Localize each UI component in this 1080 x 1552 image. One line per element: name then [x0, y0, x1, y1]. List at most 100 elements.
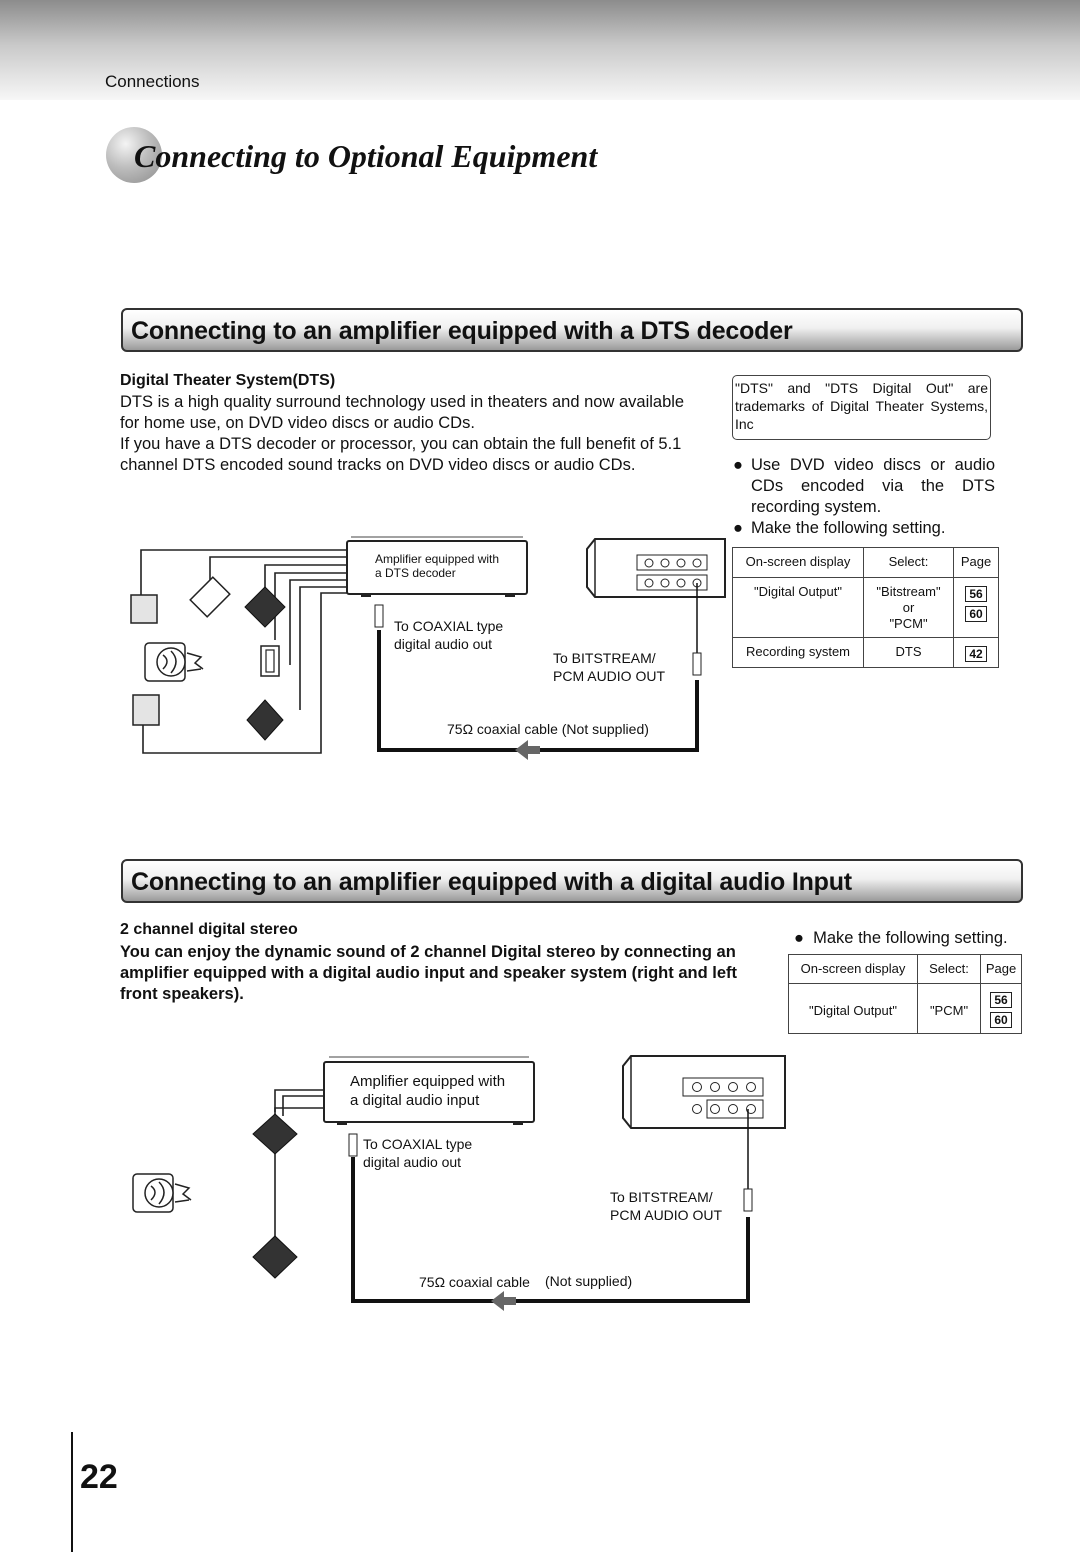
select-option-pcm: "PCM" [889, 616, 928, 631]
page-ref-60[interactable]: 60 [990, 1012, 1012, 1028]
table-cell-select: DTS [863, 637, 954, 668]
select-option-bitstream: "Bitstream" [876, 584, 941, 599]
subwoofer-icon [260, 645, 280, 677]
sec1-bullet-1: ● Use DVD video discs or audio CDs encod… [733, 455, 995, 518]
listener-icon [144, 642, 204, 682]
table-header-select: Select: [863, 547, 954, 578]
digital-amplifier-icon [323, 1056, 535, 1125]
table-cell-page: 42 [953, 637, 999, 668]
dvd-player-icon [622, 1055, 786, 1129]
select-or: or [902, 600, 915, 615]
table-cell-display: Recording system [732, 637, 864, 668]
center-speaker-icon [189, 576, 231, 618]
title-ball-icon [106, 127, 162, 183]
table-cell-select: "PCM" [917, 983, 981, 1034]
digital-coax-label-line2: digital audio out [363, 1154, 462, 1170]
sec1-paragraph: DTS is a high quality surround technolog… [120, 392, 730, 476]
sec2-settings-table: On-screen display Select: Page "Digital … [788, 954, 1022, 1034]
table-cell-page: 56 60 [980, 983, 1022, 1034]
table-header-display: On-screen display [732, 547, 864, 578]
section1-heading-bar: Connecting to an amplifier equipped with… [121, 308, 1023, 352]
dts-coax-label-line1: To COAXIAL type [394, 618, 504, 634]
coax-plug-icon [374, 604, 384, 628]
coaxial-cable [348, 1109, 753, 1311]
dts-amp-label-line1: Amplifier equipped with [375, 552, 500, 566]
rear-left-speaker-icon [132, 694, 160, 726]
sec2-bullet: ● Make the following setting. [794, 928, 1008, 949]
page-title: Connecting to Optional Equipment [134, 138, 598, 174]
sec1-para2-line2: channel DTS encoded sound tracks on DVD … [120, 456, 636, 474]
dts-amplifier-icon [346, 536, 528, 597]
table-cell-select: "Bitstream" or "PCM" [863, 577, 954, 638]
digital-cable-label: 75Ω coaxial cable [419, 1274, 530, 1290]
digital-amp-label-line1: Amplifier equipped with [350, 1073, 506, 1090]
bullet-dot-icon: ● [794, 929, 804, 947]
page-margin-line [71, 1432, 73, 1552]
table-header-select: Select: [917, 954, 981, 984]
page-ref-56[interactable]: 56 [965, 586, 987, 602]
digital-amp-label: Amplifier equipped with a digital audio … [350, 1072, 505, 1110]
sec2-paragraph: You can enjoy the dynamic sound of 2 cha… [120, 942, 785, 1005]
listener-icon [132, 1173, 192, 1213]
sec1-settings-table: On-screen display Select: Page "Digital … [732, 547, 999, 668]
sec1-para1-line2: for home use, on DVD video discs or audi… [120, 414, 475, 432]
front-right-speaker-icon [252, 1235, 298, 1279]
coax-plug-icon [692, 652, 702, 676]
sec2-para-line1: You can enjoy the dynamic sound of 2 cha… [120, 943, 736, 961]
front-left-speaker-icon [252, 1113, 298, 1155]
digital-amp-label-line2: a digital audio input [350, 1092, 480, 1109]
sec1-bullet-1-text: Use DVD video discs or audio CDs encoded… [751, 456, 995, 516]
table-cell-page: 56 60 [953, 577, 999, 638]
signal-arrow-icon [491, 1291, 516, 1311]
dts-bitstream-label: To BITSTREAM/ PCM AUDIO OUT [553, 649, 665, 685]
header-band [0, 0, 1080, 100]
digital-coax-label: To COAXIAL type digital audio out [363, 1135, 472, 1171]
page-ref-42[interactable]: 42 [965, 646, 987, 662]
table-header-display: On-screen display [788, 954, 918, 984]
speaker-wires [274, 1089, 325, 1237]
coax-plug-icon [348, 1133, 358, 1157]
table-header-page: Page [980, 954, 1022, 984]
digital-bitstream-label: To BITSTREAM/ PCM AUDIO OUT [610, 1188, 722, 1224]
dts-amp-label-line2: a DTS decoder [375, 566, 456, 580]
digital-bitstream-label-line1: To BITSTREAM/ [610, 1189, 713, 1205]
front-right-speaker-icon [244, 586, 286, 628]
dts-bitstream-label-line1: To BITSTREAM/ [553, 650, 656, 666]
table-header-page: Page [953, 547, 999, 578]
bullet-dot-icon: ● [733, 456, 743, 474]
section2-heading: Connecting to an amplifier equipped with… [131, 868, 852, 896]
dvd-player-icon [586, 538, 726, 598]
sec1-para1-line1: DTS is a high quality surround technolog… [120, 393, 685, 411]
front-left-speaker-icon [130, 594, 158, 624]
sec2-bullet-text: Make the following setting. [813, 929, 1008, 947]
trademark-note: "DTS" and "DTS Digital Out" are trademar… [732, 375, 991, 440]
signal-arrow-icon [515, 740, 540, 760]
table-cell-display: "Digital Output" [788, 983, 918, 1034]
dts-coax-label-line2: digital audio out [394, 636, 493, 652]
rear-right-speaker-icon [246, 699, 284, 741]
sec1-para2-line1: If you have a DTS decoder or processor, … [120, 435, 682, 453]
dts-amp-label: Amplifier equipped with a DTS decoder [375, 552, 499, 580]
dts-connection-diagram [130, 536, 726, 760]
sec2-para-line2: amplifier equipped with a digital audio … [120, 964, 738, 982]
sec1-bullet-2: ● Make the following setting. [733, 518, 995, 539]
coaxial-cable [374, 583, 702, 760]
page-number: 22 [80, 1458, 118, 1496]
digital-cable-note: (Not supplied) [545, 1273, 633, 1289]
dts-bitstream-label-line2: PCM AUDIO OUT [553, 668, 666, 684]
coax-plug-icon [743, 1188, 753, 1212]
table-cell-display: "Digital Output" [732, 577, 864, 638]
digital-coax-label-line1: To COAXIAL type [363, 1136, 473, 1152]
sec2-subhead: 2 channel digital stereo [120, 921, 298, 938]
page-ref-60[interactable]: 60 [965, 606, 987, 622]
dts-coax-label: To COAXIAL type digital audio out [394, 617, 503, 653]
sec1-bullet-2-text: Make the following setting. [751, 519, 946, 537]
sec2-para-line3: front speakers). [120, 985, 244, 1003]
digital-bitstream-label-line2: PCM AUDIO OUT [610, 1207, 723, 1223]
section1-heading: Connecting to an amplifier equipped with… [131, 317, 793, 345]
dts-cable-label: 75Ω coaxial cable (Not supplied) [447, 721, 649, 737]
page-ref-56[interactable]: 56 [990, 992, 1012, 1008]
speaker-wires [140, 549, 350, 754]
digital-input-connection-diagram [132, 1055, 786, 1311]
bullet-dot-icon: ● [733, 519, 743, 537]
